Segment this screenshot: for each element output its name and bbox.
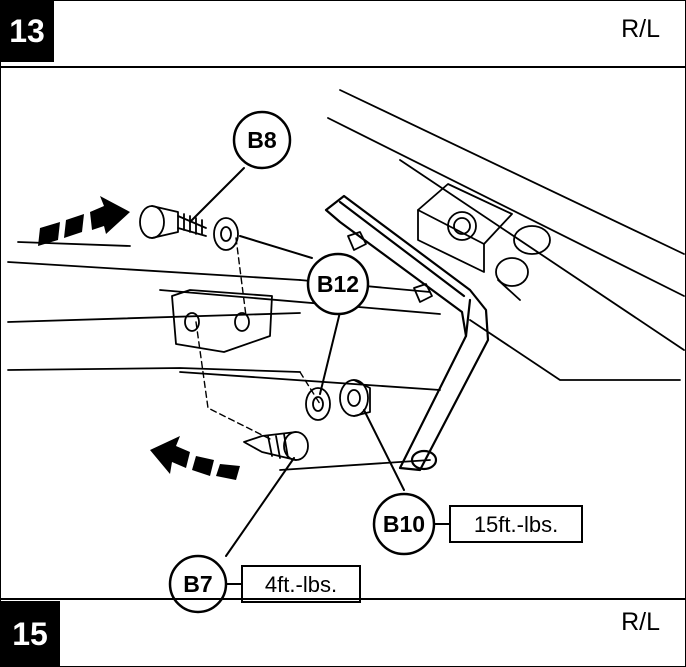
- insert-arrow-right: [38, 196, 130, 246]
- upper-beam: [327, 89, 685, 381]
- callout-b7: B7 4ft.-lbs.: [168, 554, 361, 614]
- step-number-top: 13: [9, 12, 45, 49]
- callout-b12: B12: [306, 252, 370, 316]
- insert-arrow-left: [150, 436, 240, 480]
- torque-b10: 15ft.-lbs.: [474, 512, 558, 537]
- svg-text:B10: B10: [383, 511, 425, 537]
- screw-b7: [243, 431, 309, 461]
- header-divider: [0, 66, 686, 68]
- step-number-bottom: 15: [12, 615, 48, 652]
- pivot-block: [417, 183, 551, 301]
- torque-b7: 4ft.-lbs.: [265, 572, 337, 597]
- step-number-badge-top: 13: [0, 0, 54, 62]
- washer-b12-lower: [305, 387, 331, 421]
- bolt-b8: [139, 205, 207, 239]
- side-label-bottom: R/L: [621, 608, 660, 636]
- bracket-nuts: [347, 231, 433, 303]
- callout-b10: B10 15ft.-lbs.: [372, 492, 583, 556]
- leader-lines: [189, 167, 405, 557]
- svg-text:B7: B7: [183, 571, 212, 597]
- alignment-dashes: [195, 237, 321, 441]
- footer-divider: [0, 598, 686, 600]
- frame-rail: [7, 241, 441, 471]
- mounting-bracket: [324, 194, 490, 472]
- nut-b10: [339, 379, 371, 417]
- svg-text:B12: B12: [317, 271, 359, 297]
- rail-plate: [171, 289, 273, 353]
- side-label-top: R/L: [621, 15, 660, 43]
- step-number-badge-bottom: 15: [0, 601, 60, 667]
- svg-text:B8: B8: [247, 127, 277, 153]
- washer-b12-upper: [213, 217, 239, 251]
- callout-b8: B8: [232, 110, 292, 170]
